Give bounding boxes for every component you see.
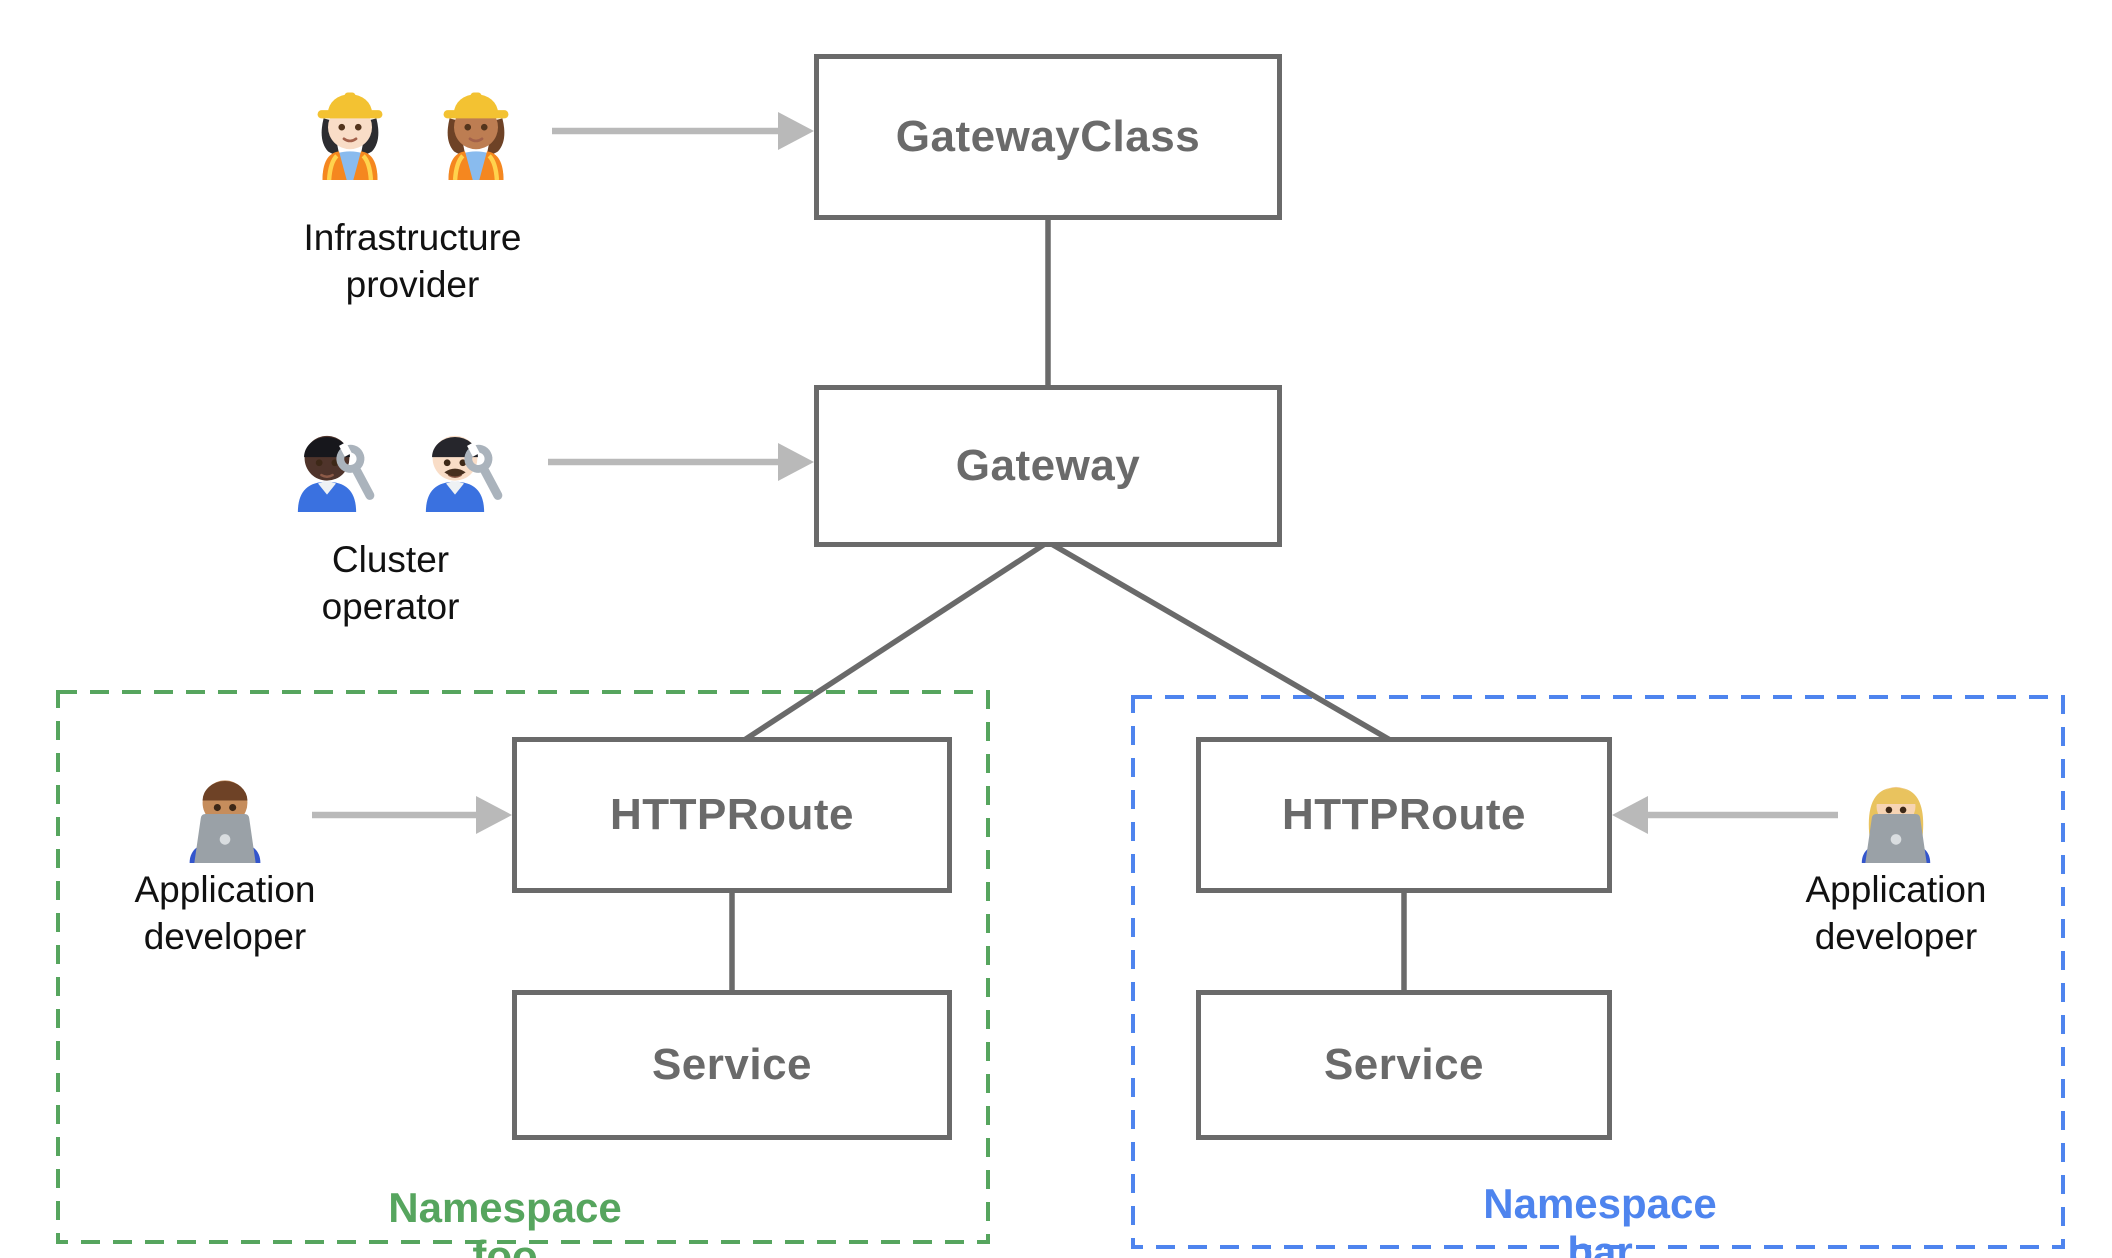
application-developer-bar-icons	[1836, 745, 1956, 863]
application-developer-bar-label: Application developer	[1805, 869, 1987, 958]
node-httproute-bar: HTTPRoute	[1196, 737, 1612, 893]
namespace-foo-label: Namespace foo	[388, 1184, 622, 1258]
woman-construction-worker-light-skin-emoji	[295, 70, 405, 180]
man-technologist-emoji	[166, 745, 284, 863]
application-developer-foo-icons	[165, 745, 285, 863]
infrastructure-provider-label: Infrastructure provider	[303, 217, 522, 306]
node-gateway-label: Gateway	[955, 441, 1141, 490]
node-service-bar: Service	[1196, 990, 1612, 1140]
node-service-bar-label: Service	[1323, 1040, 1485, 1089]
node-gatewayclass: GatewayClass	[814, 54, 1282, 220]
arrow-app-developer-foo-head	[476, 796, 512, 834]
infrastructure-provider-icons	[240, 70, 585, 180]
namespace-bar-border	[1131, 695, 2065, 1249]
woman-construction-worker-medium-skin-emoji	[421, 70, 531, 180]
connector-gateway-httproute-bar	[1046, 539, 1406, 751]
arrow-cluster-operator-head	[778, 443, 814, 481]
node-httproute-bar-label: HTTPRoute	[1281, 790, 1527, 839]
cluster-operator-icons	[218, 400, 563, 512]
woman-technologist-emoji	[1837, 745, 1955, 863]
person-mechanic-dark-skin-emoji	[271, 400, 383, 512]
node-gateway: Gateway	[814, 385, 1282, 547]
arrow-app-developer-bar-head	[1612, 796, 1648, 834]
namespace-bar-label: Namespace bar	[1483, 1180, 1717, 1258]
node-httproute-foo-label: HTTPRoute	[609, 790, 855, 839]
node-service-foo-label: Service	[651, 1040, 813, 1089]
connector-gateway-httproute-foo	[730, 539, 1050, 751]
application-developer-foo-label: Application developer	[134, 869, 316, 958]
cluster-operator-label: Cluster operator	[321, 539, 460, 628]
node-gatewayclass-label: GatewayClass	[895, 112, 1201, 161]
man-mechanic-light-skin-emoji	[399, 400, 511, 512]
node-service-foo: Service	[512, 990, 952, 1140]
node-httproute-foo: HTTPRoute	[512, 737, 952, 893]
namespace-foo-border	[56, 690, 990, 1244]
arrow-infrastructure-provider-head	[778, 112, 814, 150]
